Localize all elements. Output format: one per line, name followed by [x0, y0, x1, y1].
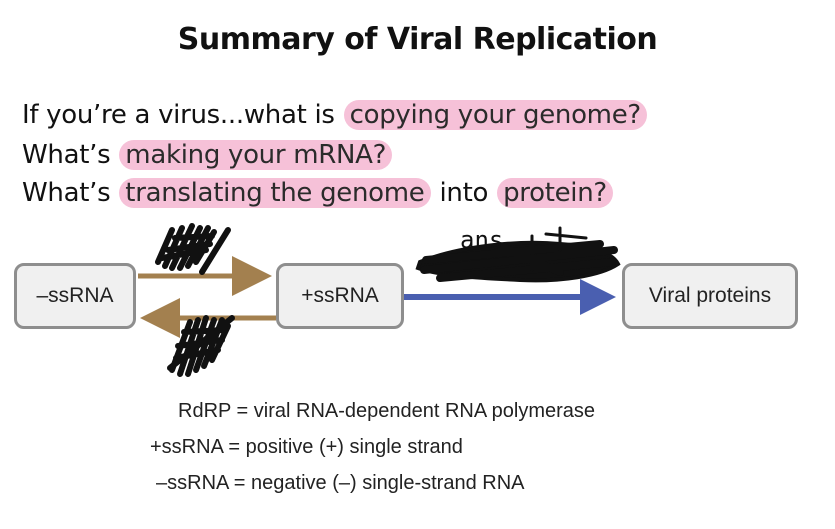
- legend-rdrp: RdRP = viral RNA-dependent RNA polymeras…: [178, 400, 596, 422]
- question-text: If you’re a virus...what is: [22, 100, 343, 130]
- highlight-copying-genome: copying your genome?: [343, 100, 647, 130]
- scribble-redaction-strokes: [420, 240, 618, 282]
- question-translation: What’s translating the genome into prote…: [22, 178, 614, 208]
- question-text: What’s: [22, 140, 119, 170]
- handwritten-note-ans: ans: [460, 226, 503, 254]
- highlight-protein: protein?: [497, 178, 613, 208]
- handwritten-mark: [530, 226, 588, 272]
- legend-positive-ssrna: +ssRNA = positive (+) single strand: [150, 436, 463, 458]
- question-mrna: What’s making your mRNA?: [22, 140, 393, 170]
- scribble-top-left: [155, 223, 231, 275]
- question-text: into: [431, 178, 497, 208]
- page-title: Summary of Viral Replication: [177, 22, 658, 57]
- box-positive-ssrna: +ssRNA: [276, 263, 404, 329]
- legend-negative-ssrna: –ssRNA = negative (–) single-strand RNA: [156, 472, 525, 494]
- question-genome-copy: If you’re a virus...what is copying your…: [22, 100, 648, 130]
- box-negative-ssrna: –ssRNA: [14, 263, 136, 329]
- box-viral-proteins: Viral proteins: [622, 263, 798, 329]
- highlight-translating-genome: translating the genome: [119, 178, 431, 208]
- highlight-making-mrna: making your mRNA?: [119, 140, 393, 170]
- question-text: What’s: [22, 178, 119, 208]
- scribble-bottom-left: [167, 315, 235, 377]
